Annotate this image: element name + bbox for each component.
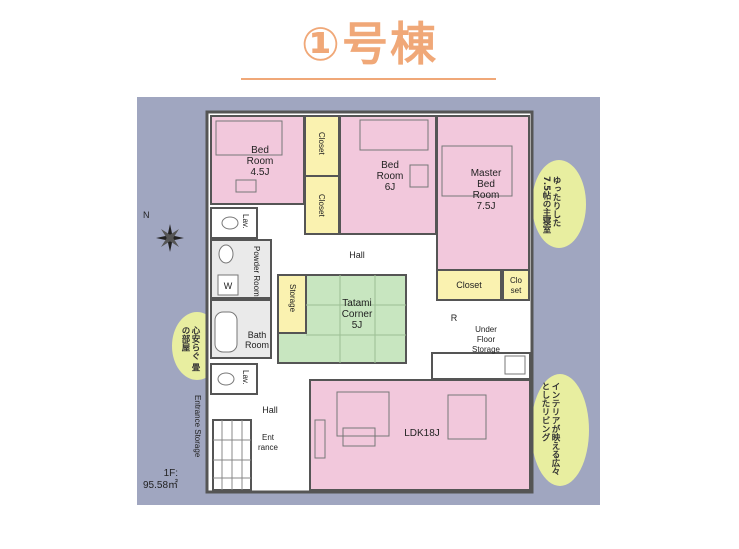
washing-machine	[217, 274, 239, 296]
entrance-tiles	[213, 420, 251, 490]
lav-1-label: Lav.	[241, 214, 250, 229]
refrigerator-label: R	[450, 313, 458, 323]
washer-label: W	[223, 281, 233, 291]
closet-4-floor	[502, 269, 530, 301]
dining-table	[447, 394, 487, 440]
closet-2-floor	[304, 175, 340, 235]
bed-2-furniture	[359, 119, 429, 151]
closet-3-floor	[436, 269, 502, 301]
storage-label: Storage	[288, 284, 297, 313]
title-underline	[241, 78, 496, 80]
hall-lower-label: Hall	[262, 405, 278, 415]
ldk-floor	[309, 379, 531, 491]
desk-2	[409, 164, 429, 188]
hall-upper-label: Hall	[349, 250, 365, 260]
closet-2-label: Closet	[317, 194, 326, 217]
closet-1-label: Closet	[317, 132, 326, 155]
master-room-floor	[436, 115, 530, 271]
note-ldk-text: インテリアが映える広々としたリビング	[540, 382, 560, 476]
entrance-storage-label: Entrance Storage	[193, 395, 202, 458]
storage-overlay	[277, 274, 307, 334]
note-bubble-master	[532, 160, 586, 248]
toilet-1	[221, 216, 239, 230]
wash-basin	[218, 244, 234, 264]
compass-icon	[156, 224, 184, 252]
sofa	[336, 391, 390, 437]
desk-1	[235, 179, 257, 193]
note-master-text: ゆったりした 7.5帖の主寝室	[541, 176, 561, 234]
note-tatami-text: 心安らぐ 畳の部屋	[180, 326, 200, 372]
note-bubble-ldk	[531, 374, 589, 486]
page-title: ①号棟	[301, 17, 438, 71]
floor-area-label: 1F: 95.58㎡	[143, 468, 179, 491]
ldk-label: LDK18J	[404, 428, 440, 439]
coffee-table	[342, 427, 376, 447]
closet-3-label: Closet	[456, 280, 482, 290]
lav-2-label: Lav.	[241, 370, 250, 385]
powder-room-label: Powder Room	[252, 246, 261, 297]
bed-1-furniture	[215, 120, 283, 156]
stove	[504, 355, 526, 375]
master-bed-furniture	[441, 145, 513, 197]
tv-stand	[314, 419, 326, 459]
bathtub	[214, 311, 238, 353]
compass-north-label: N	[143, 210, 150, 220]
toilet-2	[217, 372, 235, 386]
